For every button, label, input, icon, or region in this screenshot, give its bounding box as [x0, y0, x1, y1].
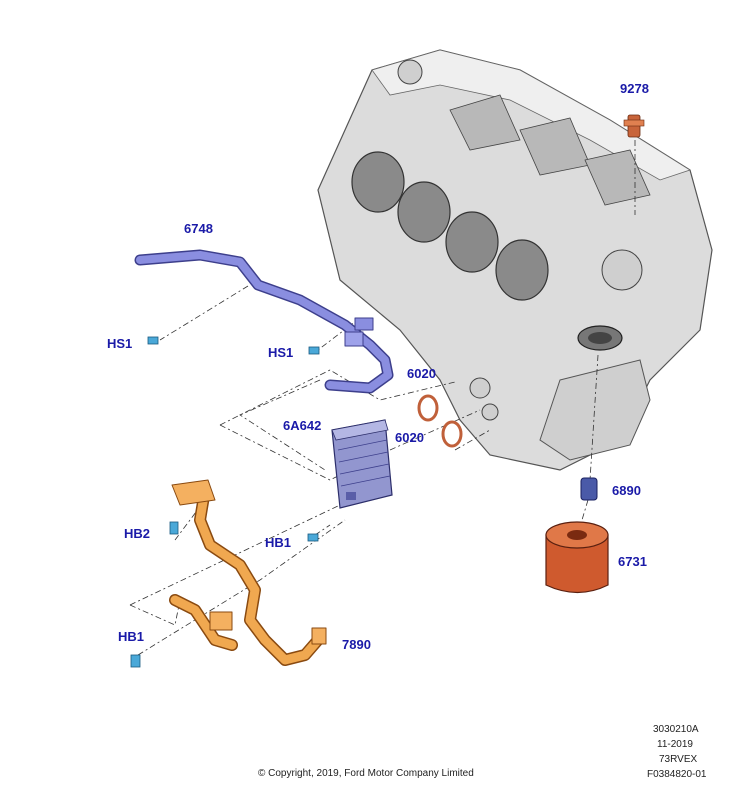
bolt-hs1-lower [308, 346, 320, 355]
sensor-9278 [623, 114, 645, 138]
gasket-6020-upper [417, 394, 439, 422]
callout-6020-lower: 6020 [395, 430, 424, 445]
callout-hs1-lower: HS1 [268, 345, 293, 360]
callout-9278: 9278 [620, 81, 649, 96]
bolt-hb1-lower [130, 654, 141, 668]
callout-6020-upper: 6020 [407, 366, 436, 381]
callout-6748: 6748 [184, 221, 213, 236]
figure-number: F0384820-01 [647, 769, 707, 780]
tube-7890 [169, 479, 327, 666]
gasket-6020-lower [441, 420, 463, 448]
document-code: 3030210A [653, 724, 699, 735]
bolt-hs1-upper [147, 336, 159, 345]
cylinder-bore-row [351, 151, 549, 301]
callout-hb1-upper: HB1 [265, 535, 291, 550]
copyright-text: © Copyright, 2019, Ford Motor Company Li… [258, 768, 474, 779]
callout-6890: 6890 [612, 483, 641, 498]
oil-filter-6731 [545, 521, 609, 594]
vehicle-code: 73RVEX [659, 754, 698, 765]
callout-6731: 6731 [618, 554, 647, 569]
callout-6a642: 6A642 [283, 418, 321, 433]
callout-hb1-lower: HB1 [118, 629, 144, 644]
callout-7890: 7890 [342, 637, 371, 652]
callout-hb2: HB2 [124, 526, 150, 541]
callout-hs1-upper: HS1 [107, 336, 132, 351]
tube-6748 [134, 249, 394, 394]
document-date: 11-2019 [657, 739, 693, 750]
bolt-hb2 [169, 521, 179, 535]
adapter-6890 [580, 477, 598, 501]
engine-block [317, 49, 713, 471]
bolt-hb1-upper [307, 533, 319, 542]
oil-cooler-6a642 [331, 419, 393, 509]
